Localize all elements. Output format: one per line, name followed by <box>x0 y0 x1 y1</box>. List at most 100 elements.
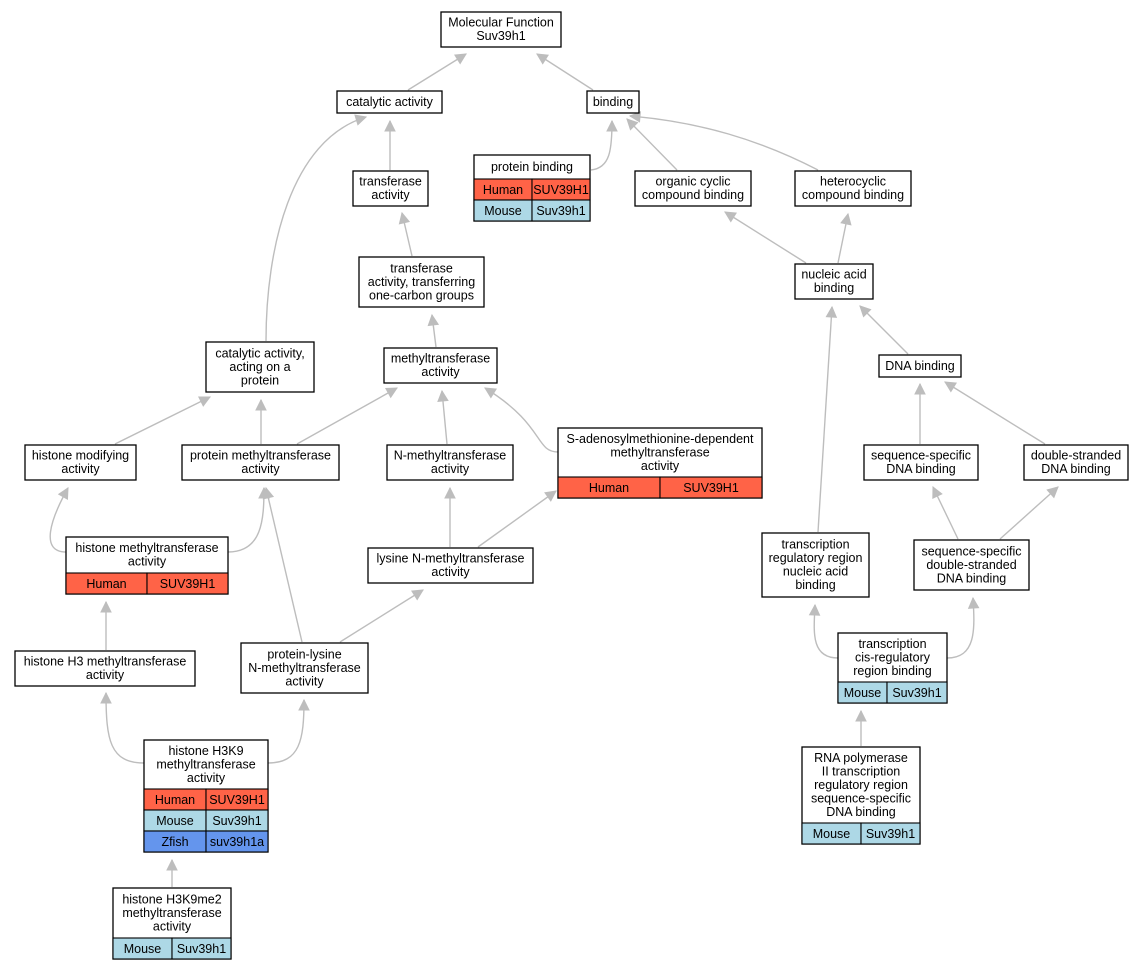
go-node-binding[interactable]: binding <box>586 90 640 114</box>
node-label-line: activity <box>431 462 470 476</box>
species-label: Mouse <box>484 204 522 218</box>
node-label-line: transferase <box>359 175 422 189</box>
node-label-line: sequence-specific <box>811 791 911 805</box>
edges-layer <box>49 53 1059 887</box>
edge-cis_reg-to-trr_nucleic <box>808 603 839 659</box>
node-label-line: lysine N-methyltransferase <box>377 552 525 566</box>
arrowhead <box>385 387 398 399</box>
edge-line <box>227 487 265 553</box>
node-label-line: activity <box>371 188 410 202</box>
node-box <box>336 90 443 114</box>
node-box <box>24 444 137 481</box>
arrowhead <box>262 486 275 500</box>
edge-nucleic_acid-to-organic_cyclic <box>724 211 807 264</box>
node-label-line: sequence-specific <box>921 544 1021 558</box>
arrowhead <box>437 389 449 402</box>
gene-label: SUV39H1 <box>160 577 216 591</box>
node-label-line: protein-lysine <box>267 647 341 661</box>
node-label-line: heterocyclic <box>820 175 886 189</box>
node-label-line: catalytic activity <box>346 95 434 109</box>
node-label-line: activity <box>241 462 280 476</box>
node-label-line: Suv39h1 <box>476 29 525 43</box>
node-label-line: cis-regulatory <box>855 650 931 664</box>
node-label-line: transcription <box>781 538 849 552</box>
node-label-line: binding <box>814 281 854 295</box>
edge-ds_dna-to-dna_binding <box>944 381 1046 445</box>
edge-h3k9-to-prot_lys <box>267 698 310 764</box>
go-node-h3k9[interactable]: histone H3K9methyltransferaseactivityHum… <box>143 739 269 853</box>
node-label-line: activity <box>641 459 680 473</box>
arrowhead <box>427 313 440 327</box>
edge-line <box>267 699 305 764</box>
arrowhead <box>859 305 872 318</box>
gene-cell <box>531 199 591 222</box>
go-node-h3k9me2[interactable]: histone H3K9me2methyltransferaseactivity… <box>112 887 232 960</box>
edge-line <box>49 487 69 553</box>
edge-line <box>114 396 211 445</box>
edge-line <box>944 381 1046 445</box>
node-label-line: activity <box>431 565 470 579</box>
edge-cis_reg-to-seq_ds_dna <box>946 596 980 659</box>
node-label-line: methyltransferase <box>156 757 255 771</box>
node-label-line: S-adenosylmethionine-dependent <box>567 432 754 446</box>
edge-line <box>859 305 909 355</box>
gene-label: Suv39h1 <box>177 942 226 956</box>
gene-cell <box>205 830 269 853</box>
arrowhead <box>484 387 497 399</box>
edge-one_carbon-to-transferase <box>398 211 413 257</box>
go-node-catalytic[interactable]: catalytic activity <box>336 90 443 114</box>
edge-histone_mod-to-cat_protein <box>114 396 212 445</box>
edge-line <box>477 490 557 548</box>
go-node-sam[interactable]: S-adenosylmethionine-dependentmethyltran… <box>557 427 763 499</box>
edge-line <box>296 387 398 445</box>
species-label: Mouse <box>844 686 882 700</box>
node-label-line: transcription <box>858 637 926 651</box>
edge-prot_lys-to-protein_methyl <box>262 486 303 643</box>
edge-lysine_n-to-sam <box>477 490 557 548</box>
edge-transferase-to-catalytic <box>384 119 396 170</box>
edge-methyltransferase-to-one_carbon <box>427 313 440 348</box>
edge-seq_ds_dna-to-seq_dna <box>932 485 959 540</box>
node-label-line: N-methyltransferase <box>394 449 507 463</box>
arrowhead <box>825 305 838 318</box>
node-box <box>240 642 369 694</box>
arrowhead <box>855 709 867 722</box>
edge-line <box>339 589 424 643</box>
go-node-prot-lys[interactable]: protein-lysineN-methyltransferaseactivit… <box>240 642 369 694</box>
edge-dna_binding-to-nucleic_acid <box>859 305 909 355</box>
node-label-line: N-methyltransferase <box>248 661 361 675</box>
gene-cell <box>171 937 232 960</box>
node-box <box>761 532 870 598</box>
node-box <box>367 547 534 584</box>
arrowhead <box>932 485 943 499</box>
species-label: Human <box>483 183 523 197</box>
go-node-dna-binding[interactable]: DNA binding <box>878 354 962 378</box>
arrowhead <box>166 858 178 871</box>
